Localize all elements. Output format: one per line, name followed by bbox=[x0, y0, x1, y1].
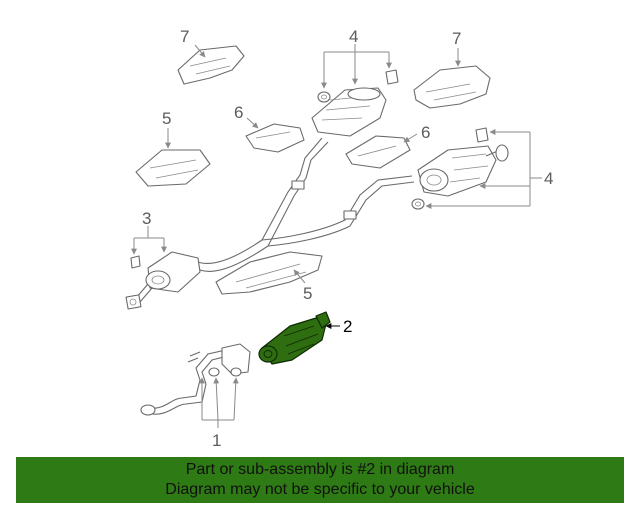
fastener-set-3 bbox=[130, 255, 141, 269]
heat-shield-7-left bbox=[177, 45, 245, 85]
banner-line-2: Diagram may not be specific to your vehi… bbox=[165, 481, 475, 498]
callout-4-right: 4 bbox=[544, 169, 553, 188]
catalytic-converter-highlighted bbox=[258, 311, 331, 365]
info-banner: Part or sub-assembly is #2 in diagram Di… bbox=[16, 457, 624, 503]
main-exhaust-pipe bbox=[197, 137, 415, 272]
heat-shield-6-right bbox=[345, 135, 411, 169]
callout-7-right: 7 bbox=[452, 29, 461, 48]
fastener-set-4-top bbox=[317, 69, 399, 103]
callout-5-lower: 5 bbox=[303, 284, 312, 303]
callout-6-right: 6 bbox=[421, 123, 430, 142]
heat-shield-6-left bbox=[245, 123, 305, 153]
center-resonator bbox=[311, 87, 387, 137]
callout-5-upper: 5 bbox=[162, 109, 171, 128]
pipe-clamp bbox=[291, 180, 305, 190]
fastener-set-4-right bbox=[411, 127, 489, 210]
exhaust-diagram: 7 7 4 6 6 5 4 3 5 2 1 bbox=[125, 27, 553, 450]
heat-shield-5-lower bbox=[215, 251, 323, 295]
banner-line-1: Part or sub-assembly is #2 in diagram bbox=[185, 461, 455, 478]
callout-3: 3 bbox=[142, 209, 151, 228]
heat-shield-5-upper bbox=[135, 149, 211, 187]
callout-7-left: 7 bbox=[180, 27, 189, 46]
leader-lines bbox=[131, 44, 542, 428]
front-muffler bbox=[125, 251, 201, 310]
front-pipe-assembly bbox=[140, 343, 251, 416]
callout-6-left: 6 bbox=[234, 103, 243, 122]
rear-muffler bbox=[417, 144, 509, 197]
heat-shield-7-right bbox=[413, 65, 491, 109]
callout-4-top: 4 bbox=[349, 27, 358, 46]
callout-2: 2 bbox=[343, 317, 352, 336]
callout-1: 1 bbox=[212, 431, 221, 450]
pipe-clamp bbox=[343, 210, 357, 220]
